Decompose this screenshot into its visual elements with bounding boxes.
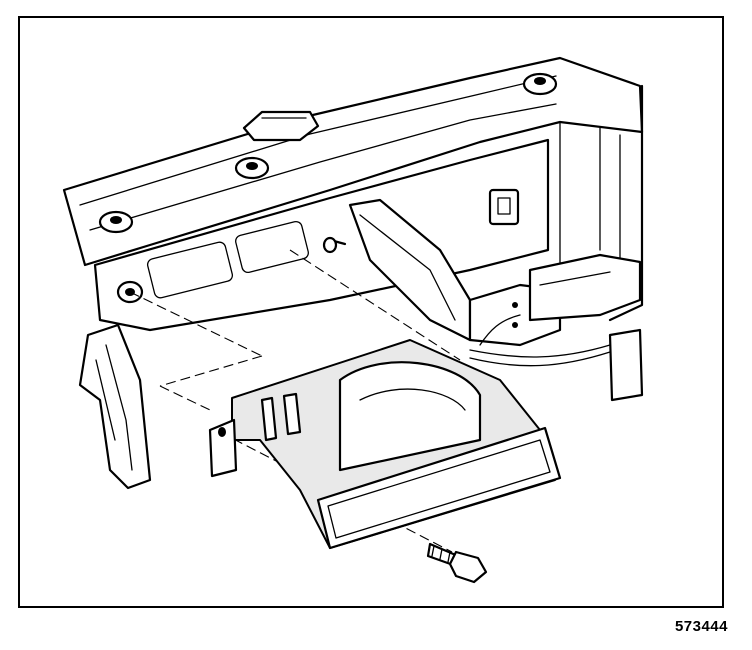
bumper-bracket <box>78 323 152 490</box>
alignment-lines <box>129 249 461 553</box>
figure-id-label: 573444 <box>674 618 728 635</box>
diagram-frame <box>18 16 724 608</box>
frame-rail <box>62 56 644 322</box>
rail-front-face <box>93 138 550 332</box>
rail-bolt-heads <box>98 72 558 234</box>
wire-harness <box>469 314 611 367</box>
mounting-bolt <box>426 542 488 584</box>
fog-lamp-housing <box>208 339 562 550</box>
